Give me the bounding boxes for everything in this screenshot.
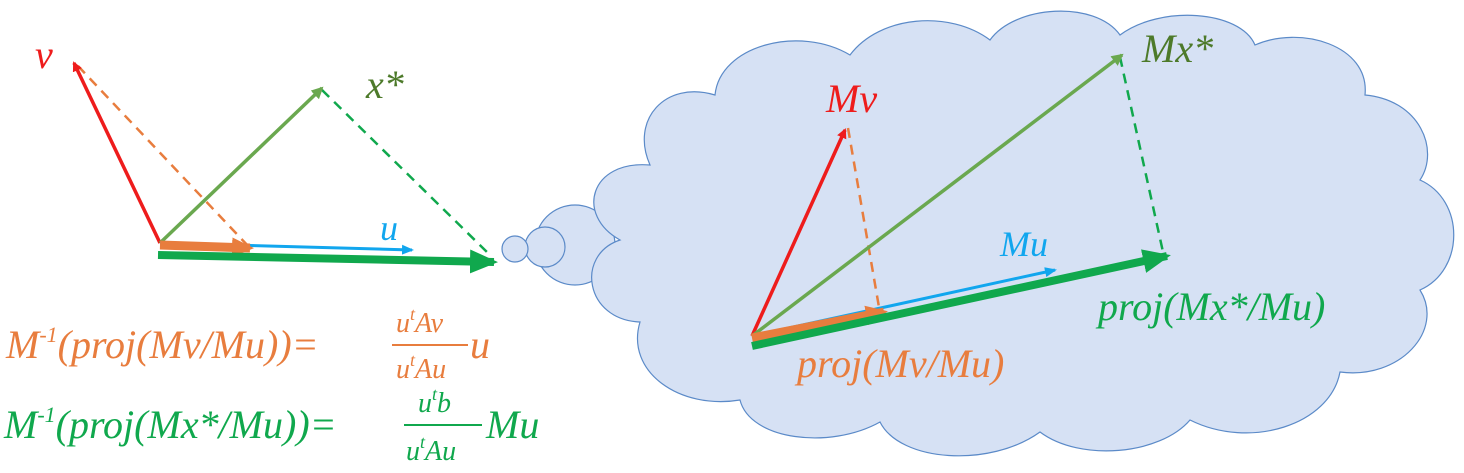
dashed-green-projection-line [321, 89, 491, 256]
cloud-diagram: Mv Mx* Mu proj(Mv/Mu) proj(Mx*/Mu) [750, 26, 1325, 386]
equation-projection-xstar: M-1(proj(Mx*/Mu))= utb utAu Mu [3, 384, 539, 467]
projection-Mxstar-on-Mu-arrow [751, 249, 1171, 350]
left-diagram: v x* u [35, 32, 498, 274]
label-Mu: Mu [999, 224, 1048, 264]
label-proj-Mxstar: proj(Mx*/Mu) [1095, 284, 1325, 329]
equation-projection-v: M-1(proj(Mv/Mu))= utAv utAu u [5, 304, 490, 385]
projection-v-on-u-arrow [159, 237, 254, 258]
cloud-shape [591, 10, 1455, 457]
vector-Mxstar-arrow [750, 53, 1124, 338]
eq2-tail: Mu [485, 402, 539, 447]
eq1-lhs: M-1(proj(Mv/Mu))= [5, 322, 319, 367]
vector-v-arrow [72, 61, 162, 244]
eq2-numerator: utb [418, 384, 451, 419]
dashed-orange-projection-line [77, 65, 251, 249]
projection-Mv-on-Mu-arrow [751, 305, 888, 343]
eq1-tail: u [470, 322, 490, 367]
dashed-orange-projection-line-cloud [846, 127, 882, 314]
eq1-denominator: utAu [396, 350, 446, 385]
label-proj-Mv: proj(Mv/Mu) [794, 341, 1004, 386]
eq1-numerator: utAv [396, 304, 444, 339]
label-Mxstar: Mx* [1141, 26, 1213, 71]
label-xstar: x* [365, 62, 404, 107]
label-u: u [380, 208, 398, 248]
eq2-lhs: M-1(proj(Mx*/Mu))= [3, 402, 337, 447]
thought-bubble-small [501, 235, 529, 263]
label-v: v [35, 32, 53, 77]
projection-xstar-on-u-arrow [157, 249, 498, 274]
vector-Mv-arrow [750, 128, 847, 337]
thought-bubble-medium [524, 226, 566, 268]
vector-xstar-arrow [158, 86, 324, 245]
eq2-denominator: utAu [406, 432, 456, 467]
label-Mv: Mv [825, 76, 877, 121]
